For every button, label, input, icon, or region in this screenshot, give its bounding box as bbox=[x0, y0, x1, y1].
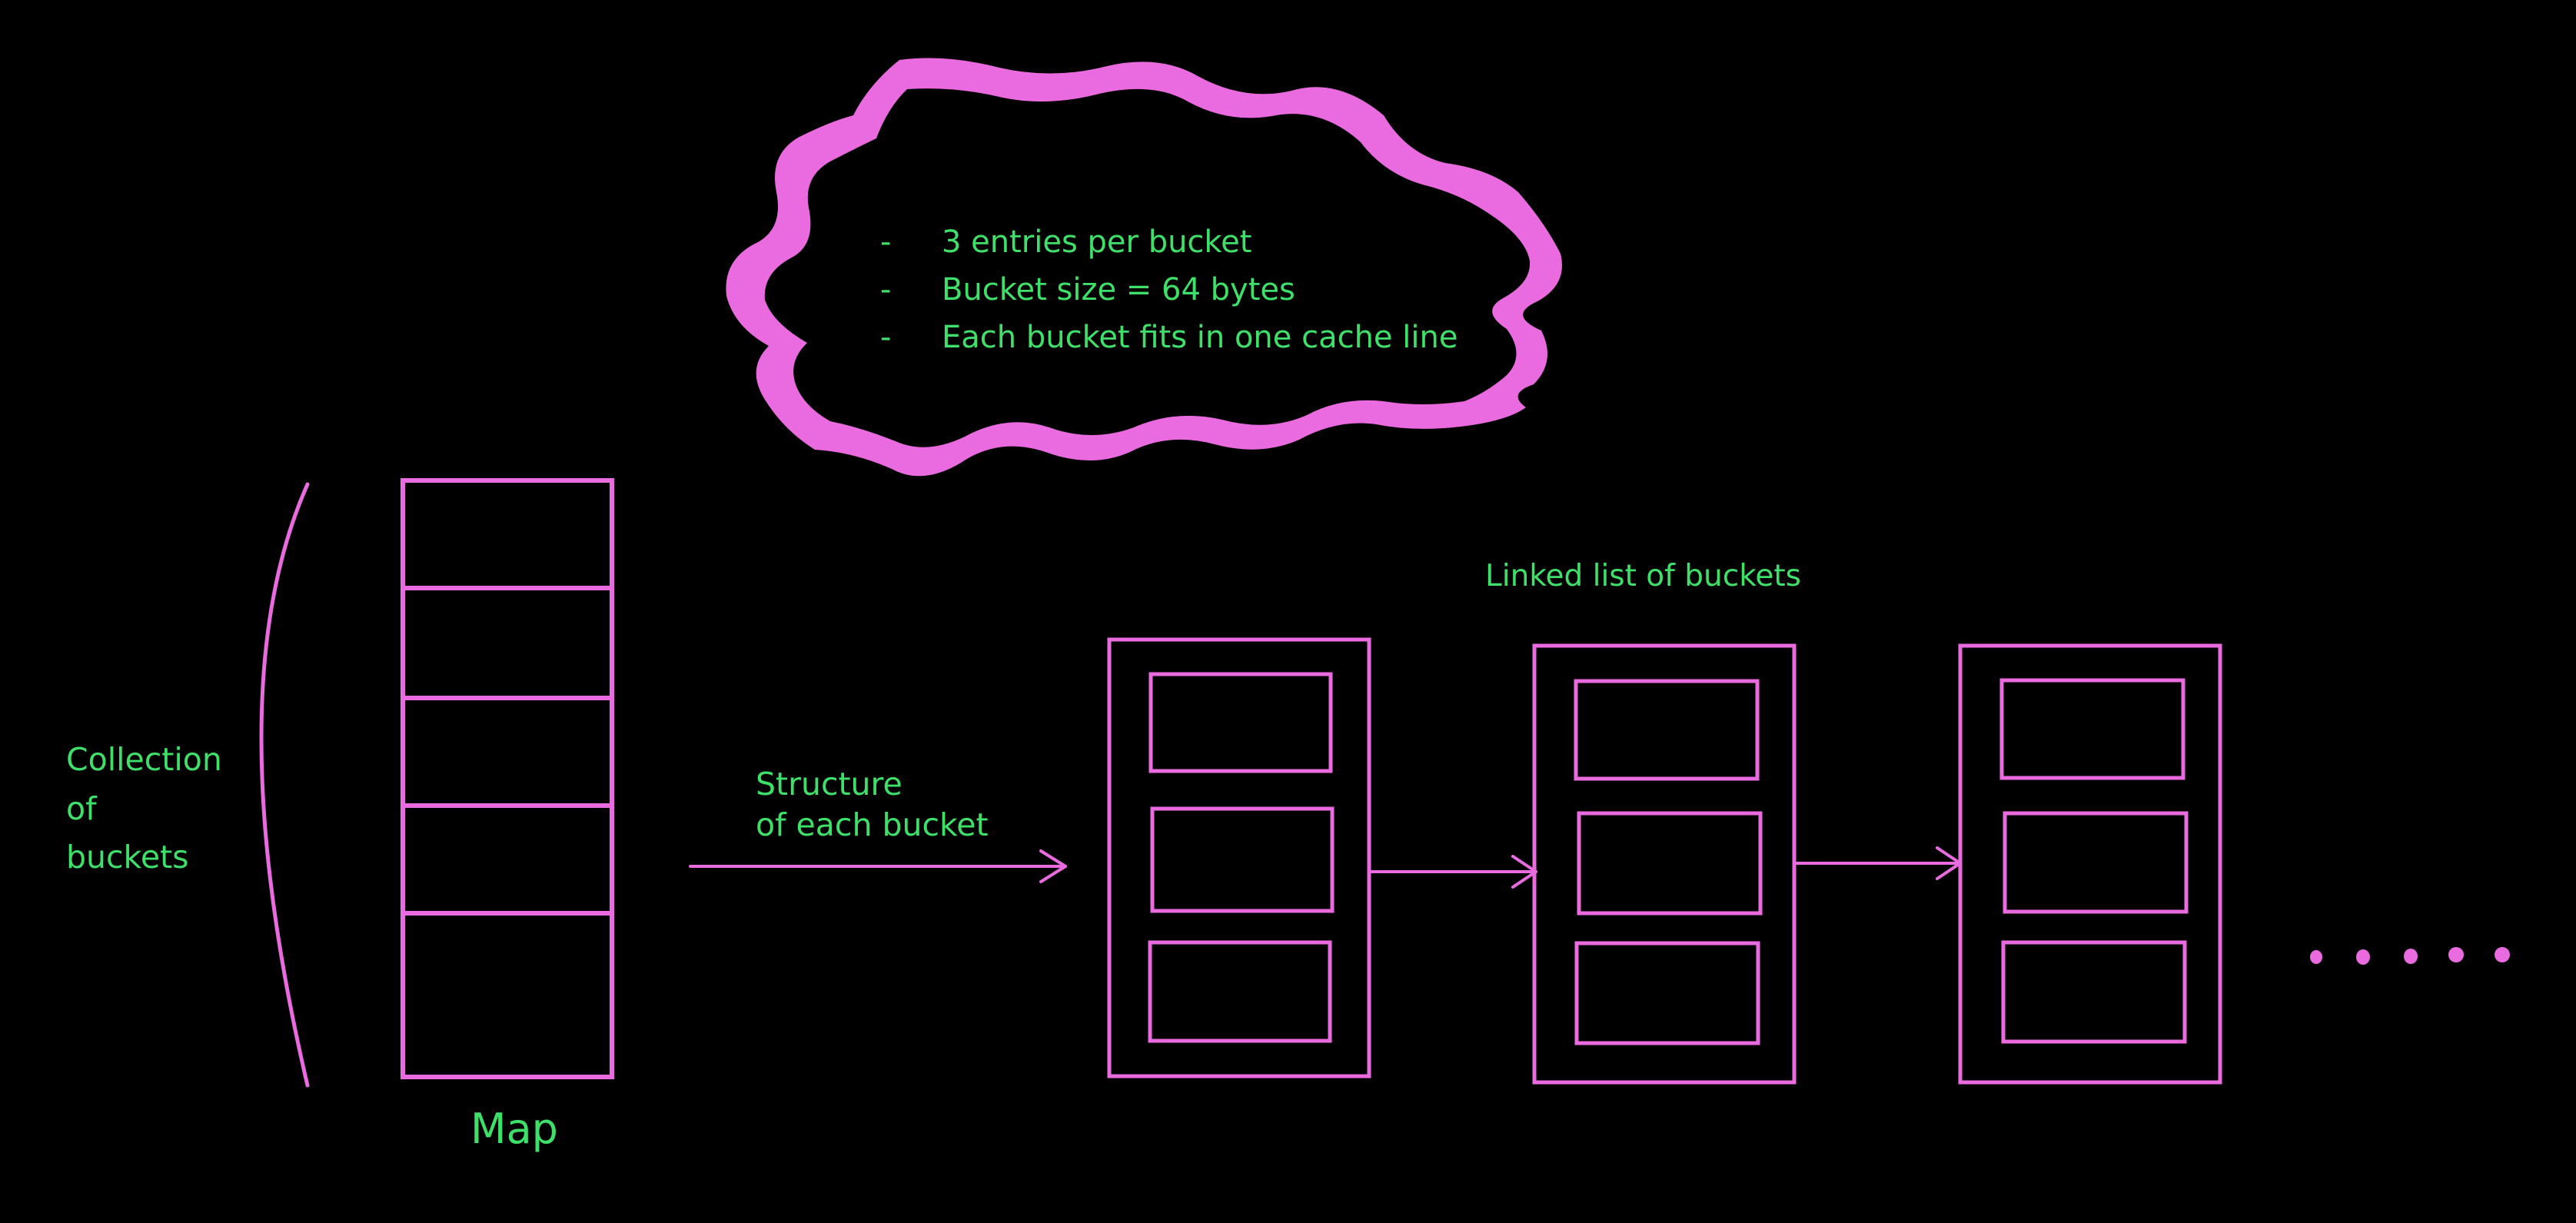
continuation-dot bbox=[2356, 949, 2370, 965]
bucket-entry bbox=[2003, 811, 2189, 914]
bucket-outline bbox=[1958, 643, 2222, 1085]
cloud-note-shape bbox=[726, 58, 1562, 477]
bucket-entry bbox=[1150, 806, 1335, 913]
cloud-note-item-text: 3 entries per bucket bbox=[942, 224, 1252, 260]
continuation-dot bbox=[2448, 947, 2464, 962]
bucket-outline bbox=[1532, 643, 1797, 1085]
cloud-note-item: -Each bucket fits in one cache line bbox=[880, 320, 1458, 355]
collection-label-line: Collection bbox=[66, 741, 222, 778]
collection-label-line: of bbox=[66, 790, 97, 827]
bucket-1 bbox=[1107, 637, 1371, 1078]
bucket-3 bbox=[1958, 643, 2222, 1085]
collection-bracket bbox=[259, 482, 310, 1088]
bucket-entry bbox=[1574, 679, 1760, 781]
link-arrow-2 bbox=[1794, 846, 1962, 880]
bucket-entry bbox=[1574, 941, 1760, 1045]
bucket-2 bbox=[1532, 643, 1797, 1085]
bucket-entry bbox=[1999, 678, 2185, 780]
map-table bbox=[401, 478, 614, 1079]
bucket-entry bbox=[1148, 672, 1333, 773]
bucket-entry bbox=[2001, 940, 2187, 1044]
continuation-dots bbox=[2310, 947, 2510, 965]
bucket-entry bbox=[1148, 940, 1332, 1043]
map-label: Map bbox=[470, 1105, 558, 1153]
linked-list-label: Linked list of buckets bbox=[1485, 559, 1802, 593]
continuation-dot bbox=[2495, 947, 2510, 962]
cloud-note-item-text: Each bucket fits in one cache line bbox=[942, 320, 1458, 355]
map-outline bbox=[401, 478, 614, 1079]
cloud-note-item: -3 entries per bucket bbox=[880, 224, 1252, 260]
cloud-note-item-text: Bucket size = 64 bytes bbox=[942, 272, 1295, 307]
structure-label-line: Structure bbox=[756, 766, 902, 803]
structure-arrow bbox=[689, 849, 1067, 883]
bucket-outline bbox=[1107, 637, 1371, 1078]
bucket-entry bbox=[1577, 811, 1763, 916]
structure-label-line: of each bucket bbox=[756, 806, 989, 843]
continuation-dot bbox=[2404, 949, 2418, 964]
collection-label-line: buckets bbox=[66, 839, 189, 876]
link-arrow-1 bbox=[1369, 855, 1537, 889]
cloud-note-item: -Bucket size = 64 bytes bbox=[880, 272, 1295, 307]
continuation-dot bbox=[2310, 950, 2322, 964]
